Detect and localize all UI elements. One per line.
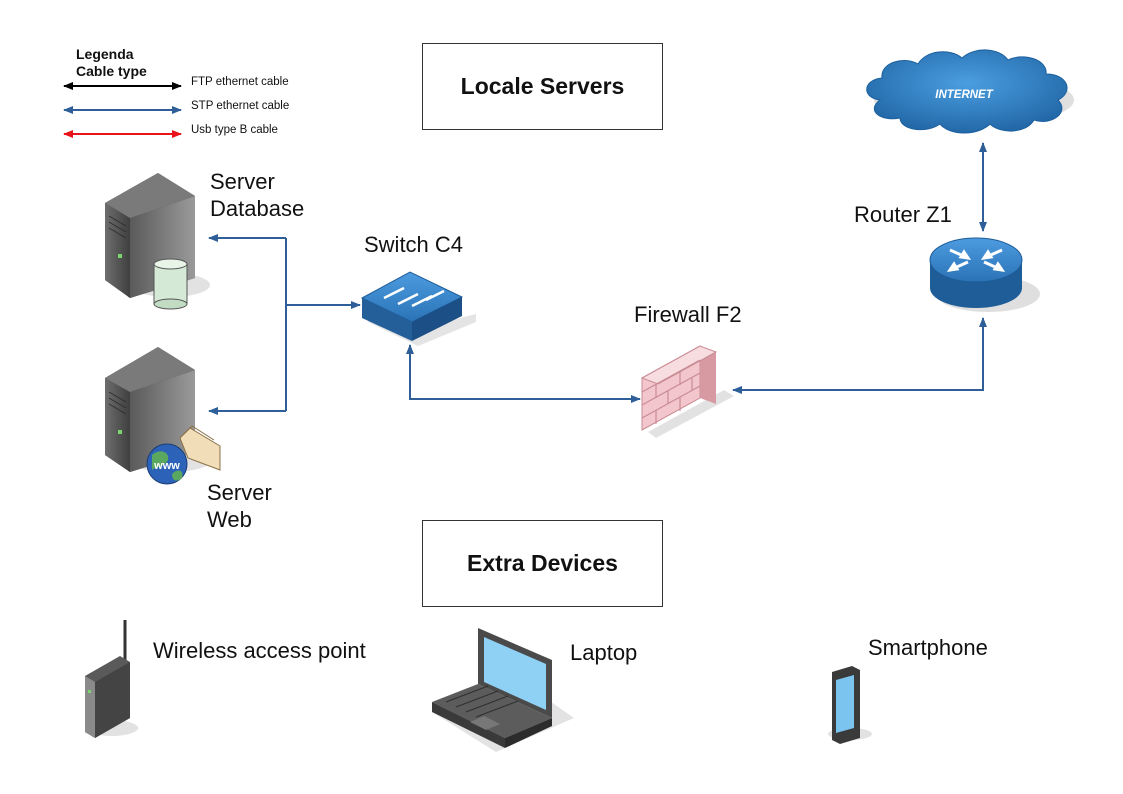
switch-label: Switch C4 <box>364 232 464 257</box>
legend-title-line1: Legenda <box>76 46 134 62</box>
server-database-label-line1: Server <box>210 169 275 194</box>
wap-label: Wireless access point <box>153 638 366 663</box>
locale-servers-title: Locale Servers <box>460 73 625 99</box>
svg-text:www: www <box>153 460 180 472</box>
server-web-icon: www <box>105 347 221 485</box>
extra-devices-box: Extra Devices <box>422 520 663 607</box>
globe-www-icon: www <box>146 443 188 485</box>
locale-servers-box: Locale Servers <box>422 43 663 130</box>
internet-cloud-icon: INTERNET <box>866 49 1074 134</box>
laptop-label: Laptop <box>570 640 638 665</box>
laptop-icon <box>432 628 574 752</box>
legend-label-usb: Usb type B cable <box>191 124 278 136</box>
server-database-label-line2: Database <box>210 196 305 221</box>
internet-label: INTERNET <box>935 89 993 101</box>
database-cylinder-icon <box>153 258 188 310</box>
link-firewall-router <box>732 317 987 394</box>
wireless-access-point-icon <box>85 620 138 738</box>
router-label: Router Z1 <box>854 202 952 227</box>
server-web-label-line2: Web <box>207 507 252 532</box>
connections <box>208 142 987 415</box>
link-switch-firewall <box>406 344 641 403</box>
firewall-label: Firewall F2 <box>634 302 742 327</box>
legend-label-ftp: FTP ethernet cable <box>191 76 289 88</box>
firewall-icon <box>640 345 734 438</box>
folder-icon <box>179 425 221 471</box>
switch-icon <box>360 271 476 346</box>
extra-devices-title: Extra Devices <box>467 550 618 576</box>
server-database-label: Server Database <box>210 168 304 222</box>
server-database-icon <box>105 173 210 310</box>
server-web-label: Server Web <box>207 479 272 533</box>
smartphone-icon <box>828 666 872 744</box>
legend-label-stp: STP ethernet cable <box>191 100 290 112</box>
smartphone-label: Smartphone <box>868 635 988 660</box>
server-web-label-line1: Server <box>207 480 272 505</box>
legend-title: Legenda Cable type <box>76 46 147 80</box>
legend-title-line2: Cable type <box>76 63 147 79</box>
router-icon <box>929 237 1040 312</box>
